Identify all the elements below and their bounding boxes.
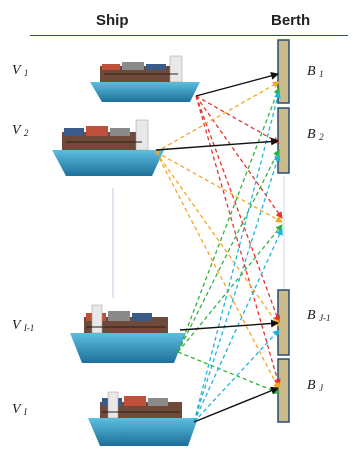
ship-vi [88, 391, 198, 446]
dash-v1-b2 [195, 95, 280, 144]
berth-label-bj: B J [307, 378, 324, 393]
dash-v1-mid [195, 95, 283, 219]
ship-vi-1 [70, 304, 186, 363]
berth-label-b1: B 1 [307, 64, 324, 79]
dash-vi1-mid [177, 224, 283, 353]
berth-label-b2: B 2 [307, 127, 324, 142]
dash-vi1-bj [177, 351, 280, 394]
dash-v1-bj-1 [195, 95, 281, 323]
berth-column-header: Berth [271, 12, 311, 29]
ship-v1 [90, 55, 200, 102]
arrow-v2-b2 [155, 137, 279, 151]
berth-b1 [277, 39, 290, 104]
berth-bj-1 [277, 289, 290, 356]
arrow-vi-bj [193, 386, 279, 423]
berth-bj [277, 358, 290, 423]
dash-v2-b1 [155, 81, 280, 153]
dash-vi1-b2 [177, 149, 280, 353]
ship-column-header: Ship [96, 12, 129, 29]
dash-vi-b2 [193, 154, 281, 423]
ship-label-vi: V I [12, 402, 27, 417]
ship-label-v2: V 2 [12, 123, 29, 138]
dash-v2-bj [155, 151, 280, 390]
dash-vi-b1 [193, 91, 281, 423]
dash-v1-bj [195, 95, 281, 386]
dash-vi1-b1 [177, 87, 281, 353]
dash-v2-bj-1 [155, 151, 280, 327]
berth-label-bj-1: B J-1 [307, 308, 331, 323]
dashed-assignments [155, 81, 283, 423]
arrow-vi1-bj-1 [179, 319, 279, 331]
header-divider [30, 35, 348, 36]
solid-assignments [155, 71, 279, 423]
ship-label-v1: V 1 [12, 63, 29, 78]
ship-label-vi-1: V I-1 [12, 318, 35, 333]
dash-v2-mid [155, 151, 283, 223]
berth-b2 [277, 107, 290, 174]
arrow-v1-b1 [195, 71, 279, 97]
ship-v2 [52, 119, 164, 176]
